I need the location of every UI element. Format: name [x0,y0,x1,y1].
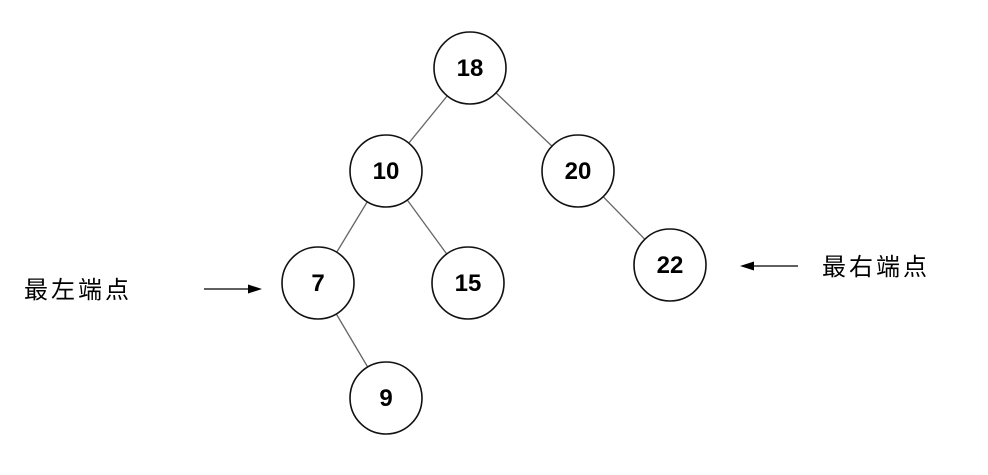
rightmost-label: 最右端点 [822,253,930,281]
node-circle [349,134,423,208]
edge-18-20 [495,92,553,147]
tree-node: 10 [349,134,423,208]
node-circle [281,246,355,320]
edges-group [335,92,646,368]
node-circle [541,134,615,208]
tree-node: 7 [281,246,355,320]
tree-node: 22 [633,228,707,302]
node-label: 15 [455,270,482,297]
node-label: 18 [457,55,484,82]
node-label: 9 [379,385,392,412]
edge-7-9 [335,313,369,368]
node-label: 10 [373,158,400,185]
edge-10-15 [406,199,448,255]
node-circle [633,228,707,302]
leftmost-label: 最左端点 [24,276,132,304]
tree-node: 18 [433,31,507,105]
tree-node: 9 [349,361,423,435]
rightmost-arrow [740,261,798,271]
leftmost-arrow [204,284,262,294]
edge-18-10 [408,95,448,144]
tree-node: 20 [541,134,615,208]
tree-node: 15 [431,246,505,320]
nodes-group: 18 10 20 7 15 22 9 [281,31,707,435]
node-circle [431,246,505,320]
node-label: 22 [657,252,684,279]
node-circle [349,361,423,435]
edge-10-7 [336,201,368,253]
node-label: 20 [565,158,592,185]
node-label: 7 [311,270,324,297]
edge-20-22 [602,196,646,240]
node-circle [433,31,507,105]
